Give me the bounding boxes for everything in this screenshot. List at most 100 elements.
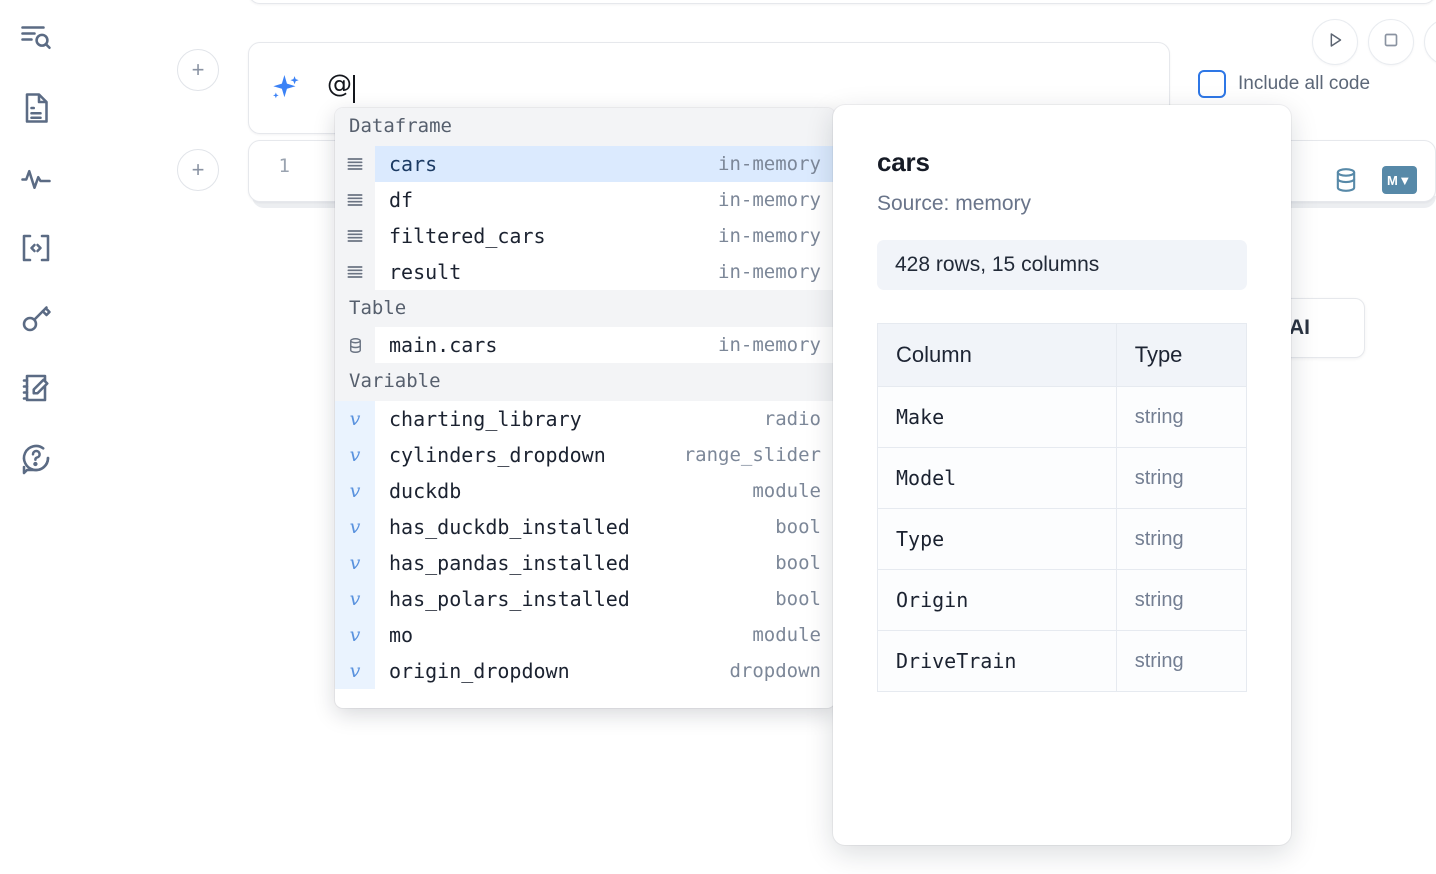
markdown-icon[interactable]: M▼ [1382,166,1417,194]
stop-button[interactable] [1368,19,1414,65]
autocomplete-item-meta: dropdown [729,659,821,682]
code-brackets-icon [18,230,54,266]
autocomplete-item-meta: module [752,623,821,646]
include-all-code-label: Include all code [1238,73,1371,94]
play-icon [1324,29,1346,56]
autocomplete-item-meta: in-memory [718,334,821,357]
autocomplete-item[interactable]: v origin_dropdown dropdown [335,652,835,689]
variable-icon: v [335,544,375,581]
autocomplete-item-meta: in-memory [718,152,821,175]
scratchpad-edit-icon [18,370,54,406]
run-button[interactable] [1312,19,1358,65]
autocomplete-item-name: result [389,259,462,284]
autocomplete-item-name: has_pandas_installed [389,550,630,575]
variable-icon: v [335,436,375,473]
autocomplete-group-header: Dataframe [335,108,835,146]
dataframe-preview-panel: cars Source: memory 428 rows, 15 columns… [833,105,1291,845]
preview-source: Source: memory [877,192,1032,215]
preview-title: cars [877,147,930,177]
autocomplete-item-meta: bool [775,587,821,610]
sidebar-item-activity[interactable] [14,156,58,200]
autocomplete-item[interactable]: v has_pandas_installed bool [335,544,835,581]
stop-square-icon [1380,29,1402,56]
autocomplete-item-name: mo [389,622,414,647]
schema-column-type: string [1115,630,1248,692]
sparkle-icon [267,71,305,114]
schema-column-type: string [1115,508,1248,570]
variable-icon: v [335,400,375,437]
line-number: 1 [278,155,290,177]
sidebar-item-help[interactable] [14,436,58,480]
schema-column-type: string [1115,447,1248,509]
dataframe-icon [335,181,375,218]
run-controls [1312,19,1436,65]
column-header: Column [877,323,1117,387]
sidebar-item-outline-search[interactable] [14,16,58,60]
schema-column-type: string [1115,569,1248,631]
sidebar-item-secrets[interactable] [14,296,58,340]
variable-icon: v [335,652,375,689]
autocomplete-item-name: duckdb [389,478,462,503]
more-button[interactable] [1424,19,1436,65]
autocomplete-group-header: Table [335,289,835,328]
dataframe-icon [335,145,375,182]
schema-column-name: Make [877,386,1117,448]
table-header-row: Column Type [877,323,1248,387]
autocomplete-item[interactable]: result in-memory [335,253,835,290]
autocomplete-item-name: charting_library [389,406,582,431]
autocomplete-item[interactable]: main.cars in-memory [335,327,835,364]
autocomplete-item-meta: bool [775,551,821,574]
cell-toolbar: M▼ [1332,166,1417,194]
variable-icon: v [335,472,375,509]
autocomplete-item-name: has_polars_installed [389,586,630,611]
add-cell-button-bottom[interactable]: + [177,149,219,191]
activity-icon [18,160,54,196]
autocomplete-group-header: Variable [335,363,835,401]
autocomplete-item[interactable]: v cylinders_dropdown range_slider [335,436,835,473]
dataframe-icon [335,253,375,290]
autocomplete-item-name: main.cars [389,333,498,358]
include-all-code-row[interactable]: Include all code [1198,70,1370,98]
dataframe-icon [335,217,375,254]
autocomplete-item-meta: module [752,479,821,502]
variable-icon: v [335,508,375,545]
database-icon[interactable] [1332,166,1360,194]
schema-column-name: Model [877,447,1117,509]
autocomplete-item-name: cylinders_dropdown [389,442,606,467]
autocomplete-item-name: df [389,187,414,212]
table-database-icon [335,327,375,364]
schema-column-type: string [1115,386,1248,448]
autocomplete-item-name: cars [375,151,719,176]
help-chat-icon [18,440,54,476]
add-cell-button-top[interactable]: + [177,49,219,91]
sidebar-rail [0,0,72,874]
include-all-code-checkbox[interactable] [1198,70,1226,98]
autocomplete-item-meta: range_slider [683,443,821,466]
autocomplete-item-name: origin_dropdown [389,658,570,683]
preview-stats-badge: 428 rows, 15 columns [877,240,1247,290]
ai-prompt-input[interactable]: @ [327,69,352,98]
sidebar-item-document[interactable] [14,86,58,130]
key-icon [18,300,54,336]
schema-column-name: Origin [877,569,1117,631]
autocomplete-item-meta: in-memory [718,224,821,247]
cell-above [248,0,1436,4]
sidebar-item-scratchpad[interactable] [14,366,58,410]
autocomplete-item-meta: in-memory [718,260,821,283]
sidebar-item-snippets[interactable] [14,226,58,270]
